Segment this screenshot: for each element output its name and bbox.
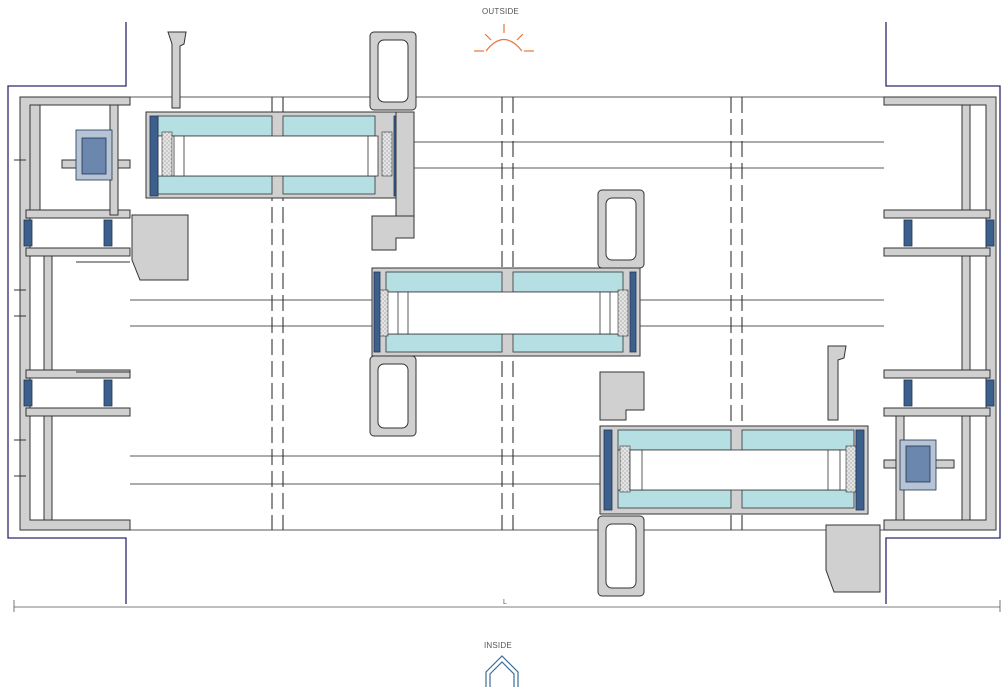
left-cladding-profile — [131, 31, 189, 281]
wall-opening-outline — [7, 22, 1001, 604]
right-cladding-profile — [825, 345, 881, 593]
house-icon — [485, 655, 519, 687]
left-frame-small-fins — [14, 159, 130, 477]
right-frame-gaskets — [899, 219, 995, 491]
left-frame-gaskets — [23, 129, 113, 407]
dimension-line — [13, 600, 1001, 612]
outside-label: OUTSIDE — [482, 7, 519, 16]
sash-1 — [145, 111, 407, 199]
interlock-profile-2 — [597, 189, 645, 597]
dimension-label: L — [503, 599, 508, 606]
left-outer-frame — [19, 96, 131, 531]
interlock-profile-1 — [369, 31, 417, 437]
sash-3 — [599, 425, 869, 515]
sun-icon — [474, 24, 534, 52]
guide-lines — [20, 96, 884, 531]
inside-label: INSIDE — [484, 641, 512, 650]
sash-2 — [371, 267, 641, 357]
